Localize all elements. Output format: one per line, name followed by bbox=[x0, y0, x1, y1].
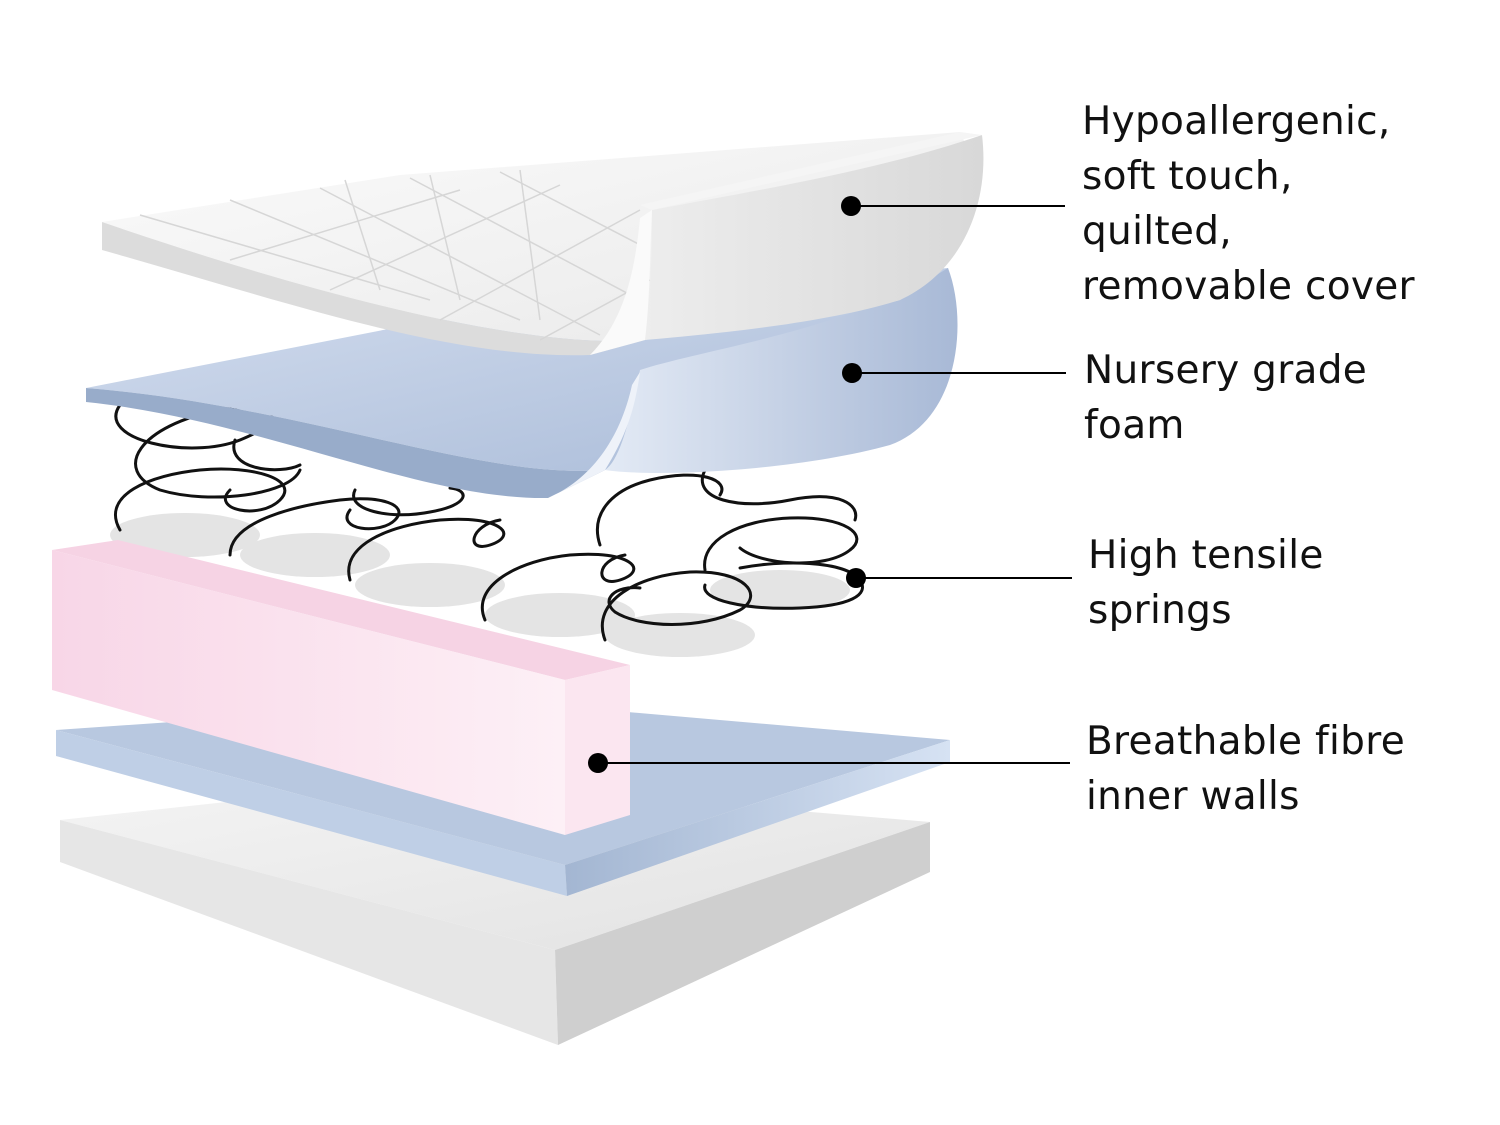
cover-layer bbox=[102, 132, 984, 356]
label-foam-line: Nursery grade bbox=[1084, 348, 1368, 393]
label-walls-line: Breathable fibre bbox=[1086, 719, 1406, 764]
label-springs: High tensile springs bbox=[1088, 528, 1324, 638]
pink-inner-wall bbox=[52, 540, 630, 835]
label-foam-line: foam bbox=[1084, 403, 1185, 448]
label-cover-line: removable cover bbox=[1082, 264, 1415, 309]
quilt-pattern bbox=[139, 169, 651, 341]
label-cover-line: quilted, bbox=[1082, 209, 1232, 254]
callout-foam bbox=[842, 363, 1066, 383]
label-springs-line: High tensile bbox=[1088, 533, 1324, 578]
label-cover: Hypoallergenic, soft touch, quilted, rem… bbox=[1082, 94, 1415, 314]
label-walls: Breathable fibre inner walls bbox=[1086, 714, 1405, 824]
label-cover-line: Hypoallergenic, bbox=[1082, 99, 1391, 144]
callout-cover bbox=[841, 196, 1065, 216]
label-cover-line: soft touch, bbox=[1082, 154, 1293, 199]
callout-walls bbox=[588, 753, 1070, 773]
callout-springs bbox=[846, 568, 1072, 588]
label-springs-line: springs bbox=[1088, 588, 1232, 633]
springs bbox=[110, 403, 864, 657]
label-walls-line: inner walls bbox=[1086, 774, 1300, 819]
label-foam: Nursery grade foam bbox=[1084, 343, 1367, 453]
